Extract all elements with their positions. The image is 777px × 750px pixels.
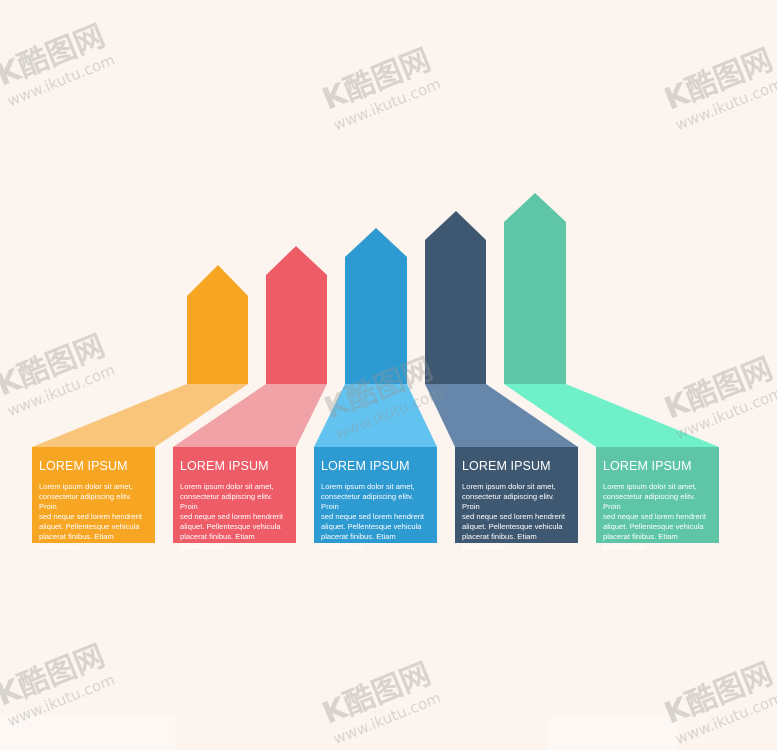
step-title: LOREM IPSUM (321, 459, 410, 473)
step-title: LOREM IPSUM (603, 459, 692, 473)
arrow-5 (504, 193, 566, 384)
ribbon-4 (425, 384, 578, 447)
ribbon-1 (32, 384, 248, 447)
step-card-3: LOREM IPSUM Lorem ipsum dolor sit amet, … (314, 447, 437, 551)
step-card-2: LOREM IPSUM Lorem ipsum dolor sit amet, … (173, 447, 296, 551)
step-description: Lorem ipsum dolor sit amet, consectetur … (39, 482, 143, 551)
step-description: Lorem ipsum dolor sit amet, consectetur … (603, 482, 707, 551)
ribbon-2 (173, 384, 327, 447)
step-description: Lorem ipsum dolor sit amet, consectetur … (462, 482, 566, 551)
arrow-3 (345, 228, 407, 384)
step-description: Lorem ipsum dolor sit amet, consectetur … (321, 482, 425, 551)
arrow-2 (266, 246, 327, 384)
arrow-1 (187, 265, 248, 384)
ribbon-3 (314, 384, 437, 447)
bottom-stripe (548, 716, 678, 750)
step-title: LOREM IPSUM (462, 459, 551, 473)
step-description: Lorem ipsum dolor sit amet, consectetur … (180, 482, 284, 551)
step-card-1: LOREM IPSUM Lorem ipsum dolor sit amet, … (32, 447, 155, 551)
step-title: LOREM IPSUM (180, 459, 269, 473)
ribbon-5 (504, 384, 719, 447)
arrow-4 (425, 211, 486, 384)
step-card-4: LOREM IPSUM Lorem ipsum dolor sit amet, … (455, 447, 578, 551)
step-title: LOREM IPSUM (39, 459, 128, 473)
bottom-stripe (0, 716, 175, 750)
step-card-5: LOREM IPSUM Lorem ipsum dolor sit amet, … (596, 447, 719, 551)
